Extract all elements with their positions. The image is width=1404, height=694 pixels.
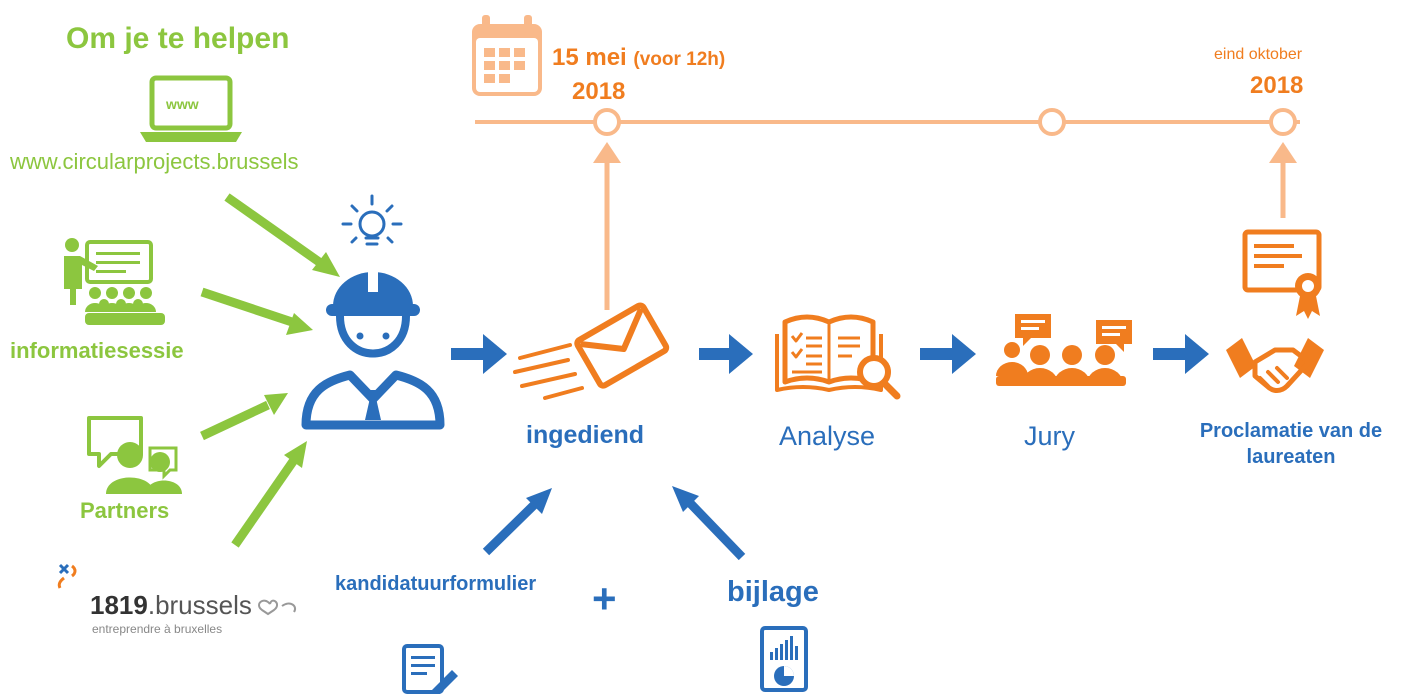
logo-tagline: entreprendre à bruxelles (92, 622, 223, 636)
document-chart-icon (760, 626, 808, 692)
step-proclamatie-label: Proclamatie van de laureaten (1199, 420, 1383, 468)
partners-label: Partners (80, 498, 170, 523)
timeline-node-start (593, 108, 621, 136)
handshake-icon (1226, 338, 1324, 393)
logo-1819-name-rest: .brussels (147, 590, 252, 620)
certificate-icon (1242, 229, 1322, 319)
logo-1819-icon (57, 563, 296, 616)
presentation-icon (64, 238, 165, 325)
up-arrowhead-start (593, 142, 621, 163)
flow-arrow-4 (1153, 334, 1209, 374)
green-arrows (200, 193, 340, 548)
laptop-icon (140, 75, 242, 142)
worker-icon (301, 270, 445, 430)
website-link[interactable]: www.circularprojects.brussels (10, 149, 299, 174)
lightbulb-icon (341, 194, 403, 246)
submission-arrows (482, 486, 746, 561)
start-date: 15 mei (voor 12h) (552, 44, 725, 72)
timeline-node-end (1269, 108, 1297, 136)
start-year: 2018 (572, 78, 626, 105)
form-label: kandidatuurformulier (335, 573, 537, 595)
partners-icon (87, 416, 182, 494)
end-date: eind oktober (1214, 46, 1303, 63)
timeline-node-middle (1038, 108, 1066, 136)
step-ingediend-label: ingediend (526, 421, 645, 449)
calendar-icon (472, 15, 542, 96)
step-jury-label: Jury (1024, 421, 1076, 451)
envelope-icon (513, 302, 670, 400)
start-date-main: 15 mei (552, 44, 627, 71)
plus-sign: + (592, 575, 617, 622)
flow-arrows (451, 334, 1209, 374)
start-date-note: (voor 12h) (633, 49, 726, 70)
logo-1819: 1819.brussels (90, 590, 252, 621)
flow-arrow-2 (699, 334, 753, 374)
timeline (475, 108, 1300, 310)
up-arrowhead-end (1269, 142, 1297, 163)
book-search-icon (775, 314, 901, 400)
session-label: informatiesessie (10, 338, 184, 363)
laptop-www-text: www (166, 96, 199, 112)
flow-arrow-3 (920, 334, 976, 374)
logo-1819-name-bold: 1819 (90, 590, 148, 620)
jury-icon (996, 314, 1132, 386)
step-analyse-label: Analyse (779, 421, 876, 451)
help-title: Om je te helpen (66, 22, 290, 55)
flow-arrow-1 (451, 334, 507, 374)
attachment-label: bijlage (727, 576, 819, 608)
form-icon (402, 644, 458, 694)
end-year: 2018 (1250, 72, 1304, 99)
